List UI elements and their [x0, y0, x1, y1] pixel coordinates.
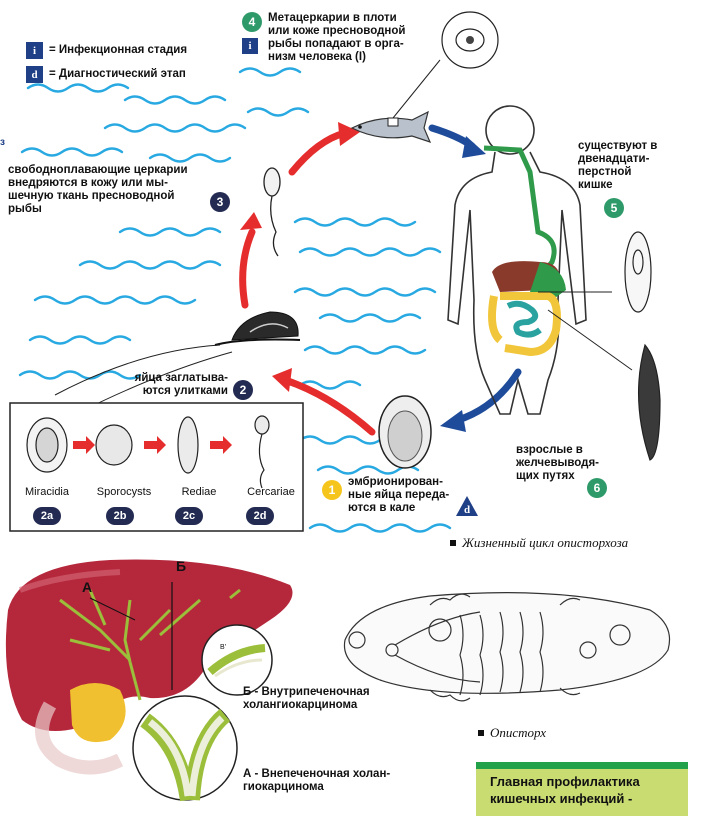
adult-flukes — [624, 231, 661, 461]
stray-marker-letter: з — [0, 137, 5, 148]
snail-drawing — [54, 311, 301, 413]
step-5-line-1: существуют в — [578, 140, 658, 152]
stage-rediae-label: Rediae — [181, 486, 217, 498]
step-1-badge: 1 — [322, 480, 342, 500]
step-3-line-3: шечную ткань пресноводной — [8, 190, 175, 202]
promo-line-1: Главная профилактика — [490, 774, 640, 789]
extrahepatic-line-2: гиокарцинома — [243, 781, 324, 793]
extrahepatic-label: А - Внепеченочная холан- гиокарцинома — [243, 768, 390, 794]
red-arrowheads — [240, 122, 360, 392]
step-4-badge: 4 — [242, 12, 262, 32]
step-2-badge: 2 — [233, 380, 253, 400]
step-3-text: свободноплавающие церкарии внедряются в … — [8, 164, 188, 216]
liver-label-a: А — [82, 579, 93, 595]
extrahepatic-line-1: А - Внепеченочная холан- — [243, 768, 391, 780]
step-6-line-3: щих путях — [516, 470, 575, 482]
fluke-caption: Описторх — [478, 725, 546, 741]
step-3-line-1: свободноплавающие церкарии — [8, 164, 188, 176]
intrahepatic-line-1: Б - Внутрипеченочная — [243, 686, 370, 698]
step-3-line-4: рыбы — [8, 203, 42, 215]
triangle-d-letter: d — [464, 504, 470, 516]
step-2-line-1: яйца заглатыва- — [134, 372, 228, 384]
step-4-line-3: рыбы попадают в орга- — [268, 38, 404, 50]
stage-arrows — [73, 436, 232, 454]
stage-miracidia-label: Miracidia — [24, 486, 69, 498]
step-1-line-1: эмбрионирован- — [348, 476, 443, 488]
cercaria-drawing — [263, 167, 281, 257]
caption-bullet-icon — [478, 730, 484, 736]
stage-cercariae-label: Cercariae — [247, 486, 295, 498]
stage-sporocysts-label: Sporocysts — [96, 486, 152, 498]
legend: i = Инфекционная стадия d = Диагностичес… — [26, 42, 187, 83]
fluke-caption-text: Описторх — [490, 725, 547, 740]
stage-2a-badge: 2a — [33, 507, 61, 525]
step-5-text: существуют в двенадцати- перстной кишке — [578, 140, 657, 192]
stage-2d-badge: 2d — [246, 507, 274, 525]
step-5-line-4: кишке — [578, 179, 613, 191]
step-6-line-1: взрослые в — [516, 444, 583, 456]
liver-illustration — [5, 559, 293, 802]
lifecycle-caption-text: Жизненный цикл описторхоза — [462, 535, 629, 550]
stage-2b-badge: 2b — [106, 507, 134, 525]
diagnostic-stage-triangle-icon: d — [456, 496, 478, 516]
legend-diagnostic-row: d = Диагностический этап — [26, 66, 187, 83]
step-4-text: Метацеркарии в плоти или коже пресноводн… — [268, 12, 405, 64]
intrahepatic-label: Б - Внутрипеченочная холангиокарцинома — [243, 686, 370, 712]
step-1-text: эмбрионирован- ные яйца переда- ются в к… — [348, 476, 449, 515]
lifecycle-caption: Жизненный цикл описторхоза — [450, 535, 628, 551]
water-waves — [18, 67, 452, 533]
step-5-badge: 5 — [604, 198, 624, 218]
promo-line-2: кишечных инфекций - — [490, 791, 633, 806]
step-5-line-2: двенадцати- — [578, 153, 650, 165]
stage-2c-badge: 2c — [175, 507, 203, 525]
larval-stage-drawings — [26, 415, 270, 489]
step-1-line-2: ные яйца переда- — [348, 489, 450, 501]
fish-drawing — [350, 11, 499, 143]
step-3-line-2: внедряются в кожу или мы- — [8, 177, 168, 189]
step-2-text: яйца заглатыва- ются улитками — [128, 372, 228, 398]
opisthorchis-diagram — [343, 592, 671, 702]
legend-infection-text: = Инфекционная стадия — [49, 44, 188, 56]
red-cycle-arrows — [239, 129, 376, 436]
legend-diagnostic-text: = Диагностический этап — [49, 68, 186, 80]
step-6-text: взрослые в желчевыводя- щих путях — [516, 444, 599, 483]
infection-stage-icon: i — [26, 42, 43, 59]
step-4-line-4: низм человека (I) — [268, 51, 366, 63]
liver-label-b: Б — [176, 558, 187, 574]
liver-label-b-prime: B' — [220, 644, 227, 651]
step-5-line-3: перстной — [578, 166, 632, 178]
step-4-line-1: Метацеркарии в плоти — [268, 12, 397, 24]
digestive-tract — [483, 145, 633, 371]
step-4-line-2: или коже пресноводной — [268, 25, 406, 37]
step-3-badge: 3 — [210, 192, 230, 212]
legend-infection-row: i = Инфекционная стадия — [26, 42, 187, 59]
step-4-infection-icon: i — [242, 38, 258, 54]
larval-stage-labels: Miracidia Sporocysts Rediae Cercariae — [16, 486, 302, 498]
step-1-line-3: ются в кале — [348, 502, 416, 514]
intrahepatic-line-2: холангиокарцинома — [243, 699, 358, 711]
egg-drawing — [378, 395, 432, 469]
diagnostic-stage-icon: d — [26, 66, 43, 83]
prevention-promo-box: Главная профилактика кишечных инфекций - — [476, 762, 688, 816]
human-body-drawing — [447, 105, 587, 415]
step-6-line-2: желчевыводя- — [516, 457, 600, 469]
caption-bullet-icon — [450, 540, 456, 546]
step-6-badge: 6 — [587, 478, 607, 498]
step-2-line-2: ются улитками — [142, 385, 228, 397]
